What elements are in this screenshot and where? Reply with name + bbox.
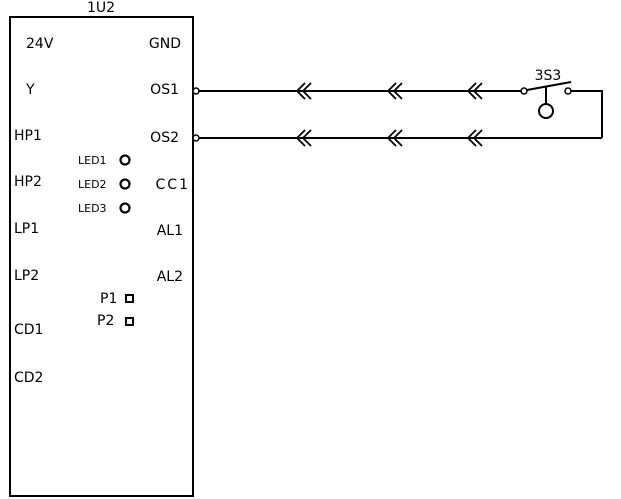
led3-label: LED3 <box>78 202 107 215</box>
left-pin-group: 24V Y HP1 HP2 LP1 LP2 CD1 CD2 <box>14 36 54 386</box>
pin-24v: 24V <box>26 36 54 52</box>
port-p2-square <box>125 317 134 326</box>
port-group: P1 P2 <box>97 291 134 329</box>
right-pin-group: GND OS1 OS2 CC1 AL1 AL2 <box>149 36 190 285</box>
pin-hp2: HP2 <box>14 174 42 190</box>
switch-reference: 3S3 <box>535 68 562 84</box>
pin-cc1: CC1 <box>156 177 190 193</box>
chevron-left-icon <box>295 129 306 147</box>
chevron-left-icon <box>295 82 306 100</box>
pin-cd2: CD2 <box>14 370 43 386</box>
chevron-left-icon <box>386 82 397 100</box>
led2-label: LED2 <box>78 178 107 191</box>
switch-contact-left <box>520 87 528 95</box>
signal-direction-markers <box>295 82 483 147</box>
port-p1-square <box>125 294 134 303</box>
chevron-left-icon <box>392 129 403 147</box>
pin-y: Y <box>25 82 35 98</box>
chevron-left-icon <box>301 82 312 100</box>
chevron-left-icon <box>466 129 477 147</box>
pin-al1: AL1 <box>157 223 183 239</box>
switch-3s3: 3S3 <box>520 68 572 119</box>
wire-return <box>571 90 603 138</box>
led-group: LED1 LED2 LED3 <box>78 154 131 215</box>
chevron-left-icon <box>466 82 477 100</box>
terminal-os2 <box>192 134 200 142</box>
pin-os1: OS1 <box>150 82 179 98</box>
chevron-left-icon <box>392 82 403 100</box>
switch-contact-right <box>564 87 572 95</box>
pin-lp1: LP1 <box>14 221 39 237</box>
pin-os2: OS2 <box>150 130 179 146</box>
pin-lp2: LP2 <box>14 268 39 284</box>
pin-al2: AL2 <box>157 269 183 285</box>
chevron-left-icon <box>472 82 483 100</box>
port-p1-label: P1 <box>100 291 117 307</box>
pin-cd1: CD1 <box>14 322 43 338</box>
chevron-left-icon <box>301 129 312 147</box>
component-body <box>9 16 194 497</box>
led3-indicator <box>119 202 131 214</box>
pin-gnd: GND <box>149 36 181 52</box>
chevron-left-icon <box>386 129 397 147</box>
chevron-left-icon <box>472 129 483 147</box>
terminal-os1 <box>192 87 200 95</box>
port-p2-label: P2 <box>97 313 114 329</box>
component-reference: 1U2 <box>87 0 115 16</box>
led1-indicator <box>119 154 131 166</box>
switch-actuator-knob <box>538 103 554 119</box>
pin-hp1: HP1 <box>14 128 42 144</box>
switch-blade <box>526 81 572 91</box>
led2-indicator <box>119 178 131 190</box>
led1-label: LED1 <box>78 154 107 167</box>
